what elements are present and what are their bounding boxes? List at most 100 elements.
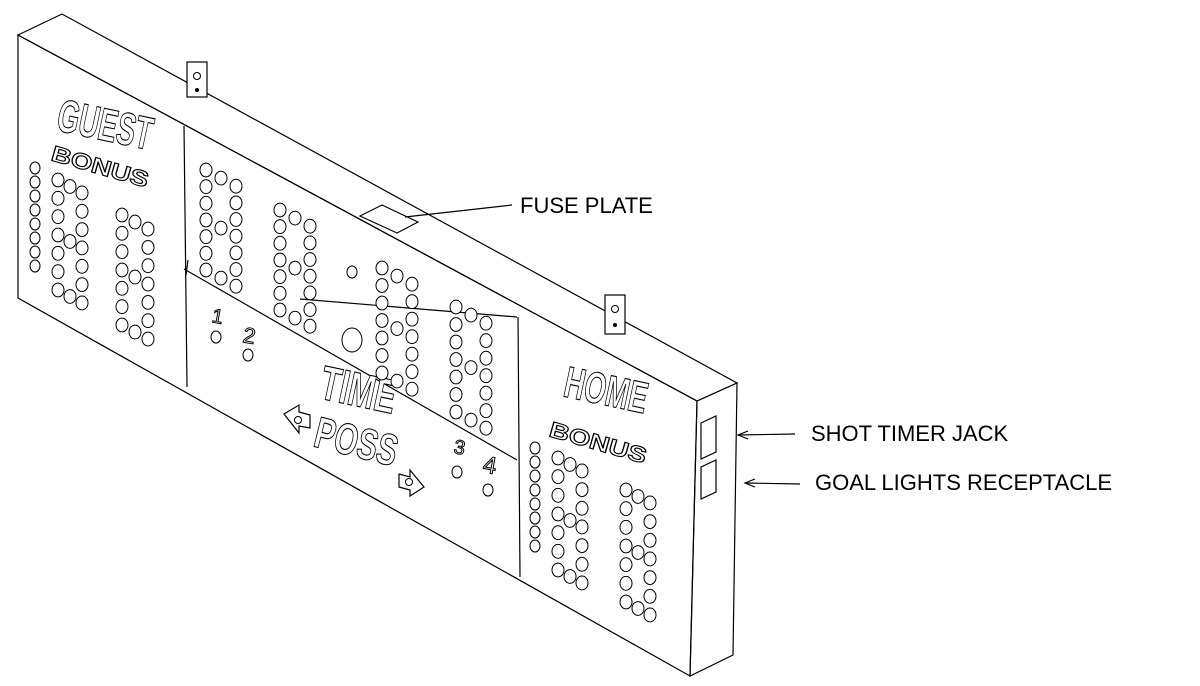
guest-score-dot [115,244,129,260]
time-dot [405,311,419,327]
time-dot [449,387,463,402]
home-score-dot [563,513,577,528]
guest-score-dot [51,209,65,225]
home-bonus-dot [529,483,541,497]
time-dot [375,278,389,293]
home-score-dot [643,607,657,623]
time-dot [405,364,419,380]
guest-score-dot [63,289,77,304]
time-dot [405,381,419,397]
time-dot [288,310,302,326]
guest-score-dot [115,207,129,223]
period-dot [451,465,463,479]
home-score-dot [619,482,633,498]
front-dividers [183,125,521,578]
home-score-dot [619,538,633,554]
home-score-dot [643,551,657,567]
period-dot [482,483,494,497]
time-dot [199,162,213,178]
guest-score-dot [51,264,65,280]
home-score-dot [551,562,565,578]
home-score-dot [575,575,589,591]
side-jacks [700,415,717,500]
home-score-dot [551,469,565,485]
guest-bonus-dot [29,259,41,273]
time-dot [273,302,287,318]
time-dot [405,346,419,362]
time-dot [229,245,243,261]
time-dot [479,403,493,419]
home-score-dot [643,532,657,548]
time-dot [375,348,389,363]
guest-score-dot [115,225,129,241]
time-dot [273,285,287,301]
time-dot [479,333,493,349]
time-dot [464,360,478,376]
time-dot [449,299,463,315]
led-dots [29,161,657,623]
guest-score-dot [75,295,89,311]
guest-score-dot [75,277,89,293]
time-dot [199,245,213,261]
time-dot [273,252,287,268]
time-dot [449,404,463,420]
home-score-dot [619,594,633,610]
home-score-dot [563,457,577,472]
home-score-dot [643,588,657,604]
time-dot [303,318,317,334]
guest-score-dot [128,269,142,285]
fuse-plate-label: FUSE PLATE [520,193,653,218]
home-score-dot [575,463,589,479]
possession-arrow-right [398,468,425,498]
time-dot [303,252,317,267]
guest-score-dot [128,214,142,230]
time-dot [479,315,493,331]
fuse-plate [358,204,420,234]
goal-lights-receptacle-label: GOAL LIGHTS RECEPTACLE [815,470,1112,495]
home-score-dot [575,556,589,572]
shot-timer-jack [700,415,717,460]
guest-score-dot [75,240,89,256]
home-score-dot [551,543,565,559]
guest-bonus-dot [29,203,41,217]
time-dot [405,294,419,310]
time-dot [405,276,419,292]
time-dot [273,202,287,218]
time-dot [214,170,228,186]
time-dot [464,307,478,323]
time-dot [390,268,404,284]
home-score-dot [563,569,577,584]
time-dot [273,219,287,235]
time-dot [303,285,317,301]
period-1-label: 1 [210,305,225,329]
guest-score-dot [75,258,89,274]
time-dot [390,321,404,337]
time-dot [199,179,213,195]
time-dot [375,295,389,311]
guest-score-dot [51,245,65,261]
scoreboard-side-face [689,382,738,677]
time-dot [214,220,228,236]
guest-score-dot [51,227,65,243]
time-dot [229,278,243,294]
guest-score-dot [115,280,129,296]
period-4-label: 4 [481,451,499,480]
period-dot [210,330,222,344]
guest-score-dot [51,190,65,206]
shot-timer-jack-label: SHOT TIMER JACK [811,421,1009,446]
guest-score-dot [141,276,155,292]
time-dot [375,330,389,346]
guest-score-dot [75,185,89,201]
time-dot [288,260,302,276]
home-score-dot [619,501,633,517]
home-label: HOME [560,358,652,423]
guest-score-dot [115,262,129,278]
time-dot [199,212,213,228]
home-score-dot [575,500,589,516]
arrow-goal-lights [743,478,801,488]
period-3-label: 3 [452,436,467,460]
guest-score-dot [63,179,77,194]
guest-score-dot [51,172,65,188]
time-dot [479,368,493,384]
